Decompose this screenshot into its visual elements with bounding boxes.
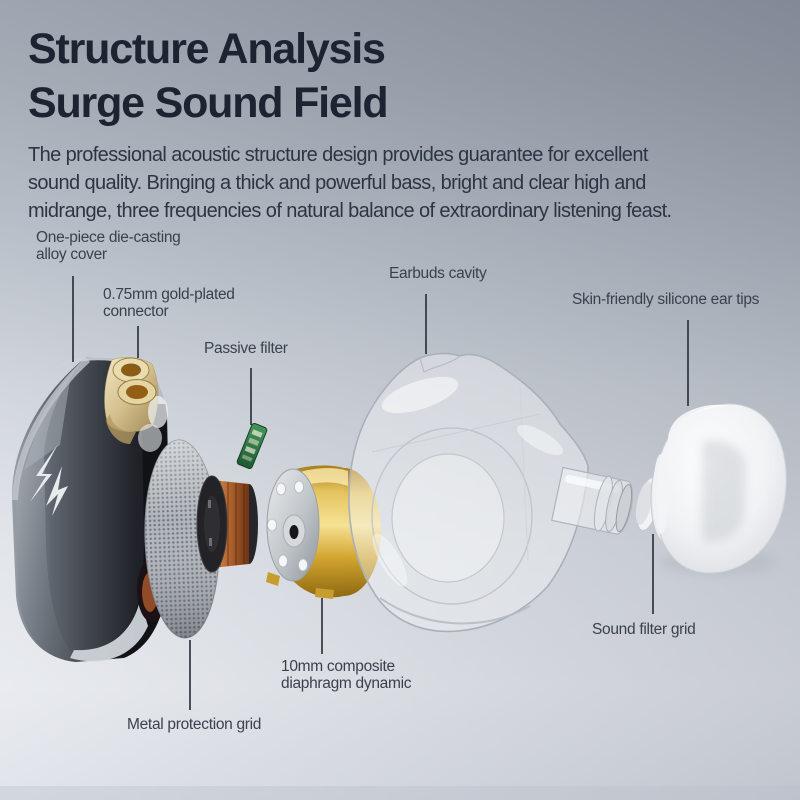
gold-plated-connector — [104, 357, 168, 452]
callout-lines — [72, 276, 689, 710]
callout-metal-grid: Metal protection grid — [127, 716, 261, 733]
callout-text: Skin-friendly silicone ear tips — [572, 291, 760, 308]
floor-edge — [0, 786, 800, 800]
callout-connector: 0.75mm gold-plated connector — [103, 286, 235, 320]
voice-coil — [196, 475, 258, 573]
intro-line: sound quality. Bringing a thick and powe… — [28, 172, 646, 194]
callout-text: diaphragm dynamic — [281, 675, 412, 692]
callout-sound-filter: Sound filter grid — [592, 621, 696, 638]
callout-text: 0.75mm gold-plated — [103, 286, 235, 303]
callout-text: alloy cover — [36, 246, 107, 263]
dynamic-driver-10mm — [266, 465, 381, 599]
callout-text: Sound filter grid — [592, 621, 696, 638]
intro-line: The professional acoustic structure desi… — [28, 144, 648, 166]
driver-dome-bumps — [267, 480, 308, 572]
callout-diaphragm: 10mm composite diaphragm dynamic — [281, 658, 411, 692]
callout-text: Passive filter — [204, 340, 288, 357]
callout-text: 10mm composite — [281, 658, 395, 675]
passive-filter-pcb — [236, 423, 268, 469]
callout-text: connector — [103, 303, 169, 320]
callout-text: One-piece die-casting — [36, 229, 181, 246]
intro-paragraph: The professional acoustic structure desi… — [28, 141, 672, 225]
callout-alloy-cover: One-piece die-casting alloy cover — [36, 229, 181, 263]
callout-earbuds-cavity: Earbuds cavity — [389, 265, 487, 282]
kz-logo — [30, 444, 68, 516]
title-line-1: Structure Analysis — [28, 25, 386, 73]
cavity-nozzle — [551, 466, 633, 535]
silicone-ear-tip — [650, 403, 787, 575]
callout-text: Earbuds cavity — [389, 265, 487, 282]
metal-protection-grid — [144, 439, 220, 639]
title-line-2: Surge Sound Field — [28, 79, 389, 127]
callout-ear-tips: Skin-friendly silicone ear tips — [572, 291, 759, 308]
page-title: Structure Analysis Surge Sound Field — [28, 22, 389, 130]
earbud-cavity — [348, 352, 633, 633]
callout-text: Metal protection grid — [127, 716, 262, 733]
driver-vent-hole — [289, 525, 299, 539]
callout-passive-filter: Passive filter — [204, 340, 288, 357]
intro-line: midrange, three frequencies of natural b… — [28, 200, 672, 222]
